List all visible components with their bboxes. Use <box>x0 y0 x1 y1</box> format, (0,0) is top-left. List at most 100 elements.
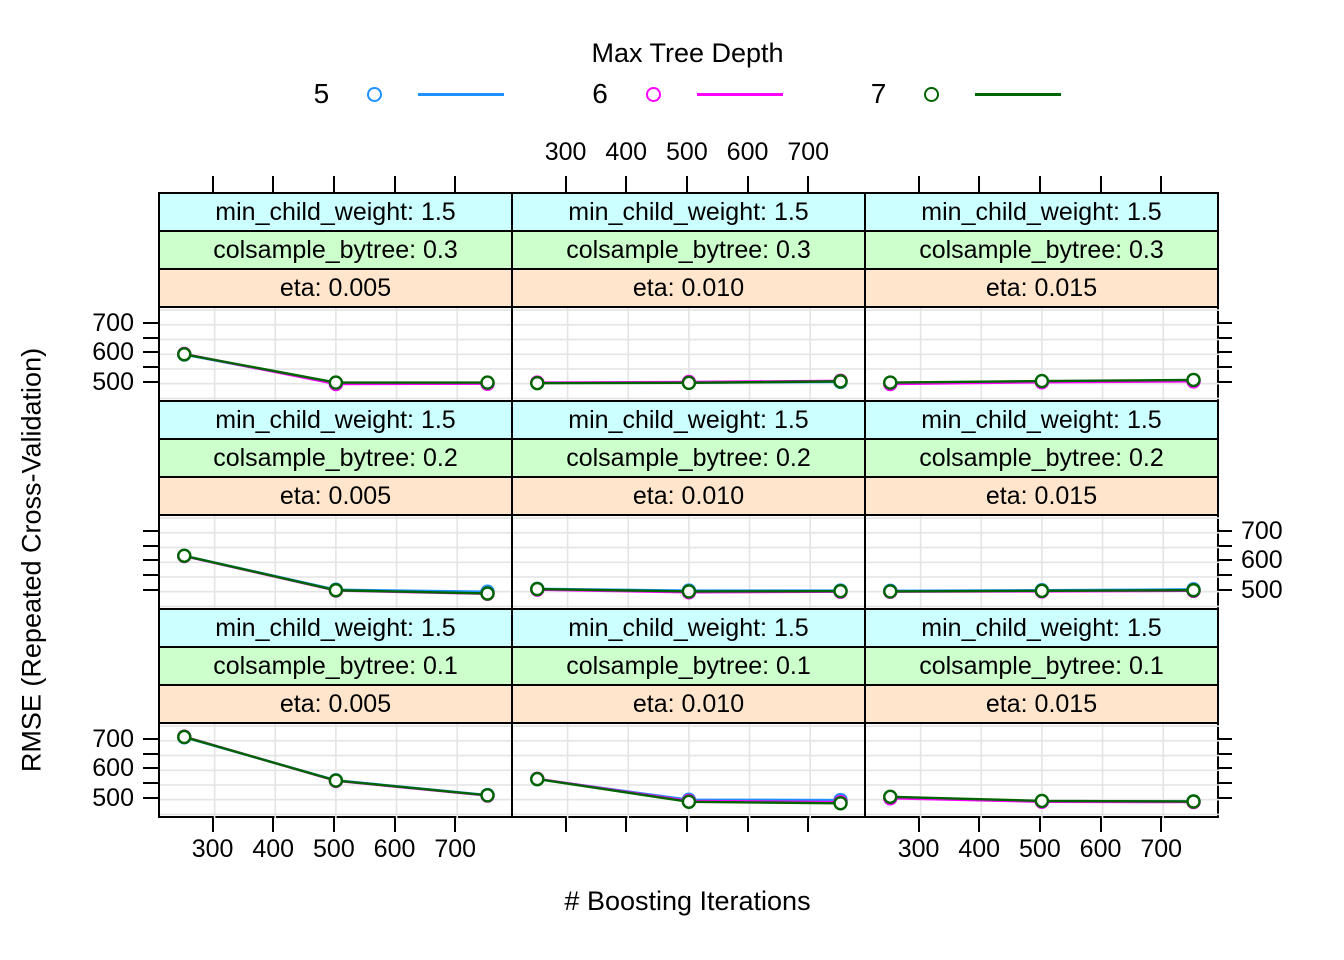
legend-entry-5: 5 <box>314 78 505 110</box>
axis-tick <box>1217 752 1232 755</box>
x-tick-label: 400 <box>605 138 648 166</box>
data-point-depth-7 <box>530 581 545 597</box>
axis-tick <box>685 176 688 192</box>
strip-eta: eta: 0.015 <box>864 268 1219 308</box>
axis-tick <box>393 176 396 192</box>
x-tick-label: 500 <box>666 138 708 166</box>
data-point-depth-7 <box>833 374 848 389</box>
axis-tick <box>625 816 628 832</box>
legend-point-icon <box>367 86 383 102</box>
panel-plot <box>513 308 866 402</box>
axis-tick <box>978 816 981 832</box>
axis-tick <box>143 529 158 532</box>
data-point-depth-7 <box>480 586 495 601</box>
axis-tick <box>211 816 214 832</box>
axis-tick <box>1160 816 1163 832</box>
axis-tick <box>454 176 457 192</box>
data-point-depth-7 <box>681 794 697 809</box>
panel-r2c1 <box>511 722 866 818</box>
axis-tick <box>564 176 567 192</box>
axis-tick <box>978 176 981 192</box>
axis-tick <box>143 781 158 784</box>
data-point-depth-7 <box>833 583 848 599</box>
data-point-depth-7 <box>883 375 898 390</box>
panel-r1c2 <box>864 514 1219 610</box>
y-tick-label: 700 <box>92 308 134 337</box>
axis-tick <box>1217 767 1232 770</box>
strip-min_child_weight: min_child_weight: 1.5 <box>864 192 1219 232</box>
strip-colsample_bytree: colsample_bytree: 0.3 <box>864 230 1219 270</box>
axis-tick <box>1217 321 1232 324</box>
legend-title: Max Tree Depth <box>591 38 784 68</box>
axis-tick <box>143 336 158 339</box>
strip-eta: eta: 0.010 <box>511 268 866 308</box>
strip-colsample_bytree: colsample_bytree: 0.1 <box>511 646 866 686</box>
x-tick-label: 400 <box>958 835 1001 863</box>
axis-tick <box>807 176 810 192</box>
data-point-depth-7 <box>1034 793 1050 809</box>
x-tick-label: 300 <box>544 138 587 166</box>
axis-tick <box>143 737 158 740</box>
panel-r0c0 <box>158 306 513 402</box>
axis-tick <box>143 365 158 368</box>
axis-tick <box>272 816 275 832</box>
y-axis-title: RMSE (Repeated Cross-Validation) <box>16 347 47 773</box>
axis-tick <box>143 380 158 383</box>
legend-entry-label: 5 <box>313 78 330 109</box>
data-point-depth-7 <box>530 771 545 787</box>
data-point-depth-7 <box>328 583 344 598</box>
panel-r0c2 <box>864 306 1219 402</box>
x-tick-label: 300 <box>897 835 940 863</box>
axis-tick <box>454 816 457 832</box>
legend-line-icon <box>975 92 1062 96</box>
strip-eta: eta: 0.010 <box>511 684 866 724</box>
axis-tick <box>143 559 158 562</box>
axis-tick <box>143 767 158 770</box>
strip-min_child_weight: min_child_weight: 1.5 <box>511 192 866 232</box>
data-point-depth-7 <box>681 375 697 391</box>
axis-tick <box>143 544 158 547</box>
strip-min_child_weight: min_child_weight: 1.5 <box>158 192 513 232</box>
data-point-depth-7 <box>1186 372 1201 388</box>
panel-plot <box>866 724 1219 818</box>
x-axis-title: # Boosting Iterations <box>564 886 811 916</box>
data-point-depth-7 <box>177 347 192 362</box>
data-point-depth-7 <box>530 375 545 391</box>
axis-tick <box>746 816 749 832</box>
axis-tick <box>685 816 688 832</box>
axis-tick <box>393 816 396 832</box>
y-tick-label: 500 <box>1241 575 1283 604</box>
axis-tick <box>807 816 810 832</box>
strip-min_child_weight: min_child_weight: 1.5 <box>511 608 866 648</box>
axis-tick <box>1099 816 1102 832</box>
axis-tick <box>625 176 628 192</box>
panel-plot <box>160 516 513 610</box>
strip-colsample_bytree: colsample_bytree: 0.3 <box>511 230 866 270</box>
strip-colsample_bytree: colsample_bytree: 0.2 <box>158 438 513 478</box>
axis-tick <box>1217 781 1232 784</box>
panel-plot <box>513 516 866 610</box>
data-point-depth-7 <box>883 789 898 804</box>
data-point-depth-7 <box>1186 583 1201 598</box>
axis-tick <box>332 816 335 832</box>
panel-plot <box>513 724 866 818</box>
legend-point-icon <box>645 86 661 102</box>
strip-eta: eta: 0.015 <box>864 476 1219 516</box>
panel-plot <box>866 516 1219 610</box>
axis-tick <box>917 816 920 832</box>
panel-r2c0 <box>158 722 513 818</box>
y-tick-label: 600 <box>92 754 134 783</box>
strip-eta: eta: 0.005 <box>158 684 513 724</box>
strip-colsample_bytree: colsample_bytree: 0.2 <box>511 438 866 478</box>
strip-eta: eta: 0.010 <box>511 476 866 516</box>
legend-line-icon <box>418 92 505 96</box>
data-point-depth-7 <box>1186 794 1201 809</box>
axis-tick <box>143 796 158 799</box>
x-tick-label: 600 <box>373 835 416 863</box>
panel-r1c0 <box>158 514 513 610</box>
data-point-depth-7 <box>328 375 344 390</box>
axis-tick <box>1217 573 1232 576</box>
legend-entry-6: 6 <box>592 78 783 110</box>
data-point-depth-7 <box>480 375 495 390</box>
axis-tick <box>1217 365 1232 368</box>
